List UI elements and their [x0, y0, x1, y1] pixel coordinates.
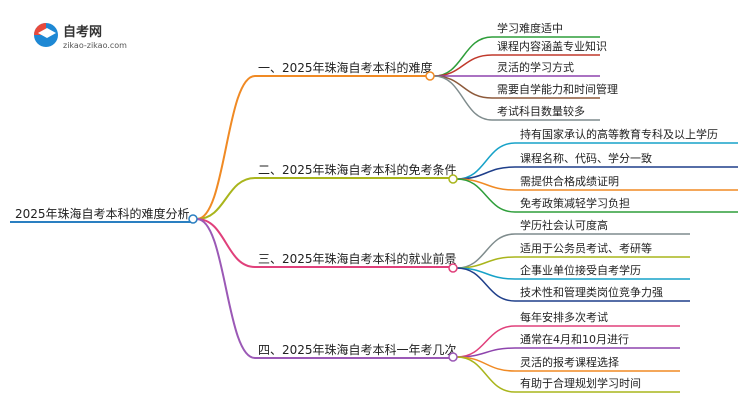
- branch-edge: [196, 218, 256, 359]
- leaf-node-label: 适用于公务员考试、考研等: [520, 241, 652, 255]
- leaf-node-label: 课程名称、代码、学分一致: [520, 151, 652, 165]
- logo-title: 自考网: [63, 24, 102, 40]
- branch-toggle[interactable]: [448, 174, 458, 184]
- site-logo: 自考网 zikao-zikao.com: [34, 23, 127, 50]
- leaf-edge: [456, 356, 516, 372]
- branch-node-label: 三、2025年珠海自考本科的就业前景: [258, 251, 457, 266]
- root-toggle[interactable]: [188, 214, 198, 224]
- branch-edge: [196, 75, 256, 220]
- leaf-node-label: 企事业单位接受自考学历: [520, 263, 641, 277]
- branch-toggle[interactable]: [448, 352, 458, 362]
- leaf-node-label: 学习难度适中: [497, 21, 563, 35]
- logo-icon: [34, 23, 58, 47]
- leaf-node-label: 需提供合格成绩证明: [520, 174, 619, 188]
- branch-node-label: 一、2025年珠海自考本科的难度: [258, 60, 433, 75]
- leaf-node-label: 课程内容涵盖专业知识: [497, 39, 607, 53]
- leaf-node-label: 灵活的报考课程选择: [520, 355, 619, 369]
- leaf-edge: [456, 267, 516, 302]
- leaf-node-label: 免考政策减轻学习负担: [520, 196, 630, 210]
- branch-edge: [196, 177, 256, 220]
- root-node-label: 2025年珠海自考本科的难度分析: [15, 206, 190, 221]
- leaf-node-label: 需要自学能力和时间管理: [497, 82, 618, 96]
- leaf-edge: [433, 75, 493, 121]
- leaf-node-label: 每年安排多次考试: [520, 310, 608, 324]
- branch-node-label: 二、2025年珠海自考本科的免考条件: [258, 162, 457, 177]
- branch-edge: [196, 218, 256, 268]
- leaf-node-label: 持有国家承认的高等教育专科及以上学历: [520, 127, 718, 141]
- leaf-node-label: 考试科目数量较多: [497, 104, 585, 118]
- leaf-node-label: 灵活的学习方式: [497, 60, 574, 74]
- branch-node-label: 四、2025年珠海自考本科一年考几次: [258, 342, 457, 357]
- branch-toggle[interactable]: [448, 263, 458, 273]
- leaf-edge: [456, 178, 516, 213]
- leaf-node-label: 通常在4月和10月进行: [520, 333, 629, 346]
- mindmap-nodes: 2025年珠海自考本科的难度分析 一、2025年珠海自考本科的难度 学习难度适中课程…: [10, 21, 738, 393]
- leaf-edge: [433, 75, 493, 99]
- logo-subtitle: zikao-zikao.com: [63, 41, 127, 50]
- leaf-edge: [433, 54, 493, 77]
- leaf-node-label: 技术性和管理类岗位竞争力强: [520, 285, 663, 299]
- branch-toggle[interactable]: [425, 71, 435, 81]
- mindmap-edges: [196, 36, 516, 393]
- leaf-edge: [456, 356, 516, 393]
- leaf-node-label: 有助于合理规划学习时间: [520, 376, 641, 390]
- leaf-node-label: 学历社会认可度高: [520, 218, 608, 232]
